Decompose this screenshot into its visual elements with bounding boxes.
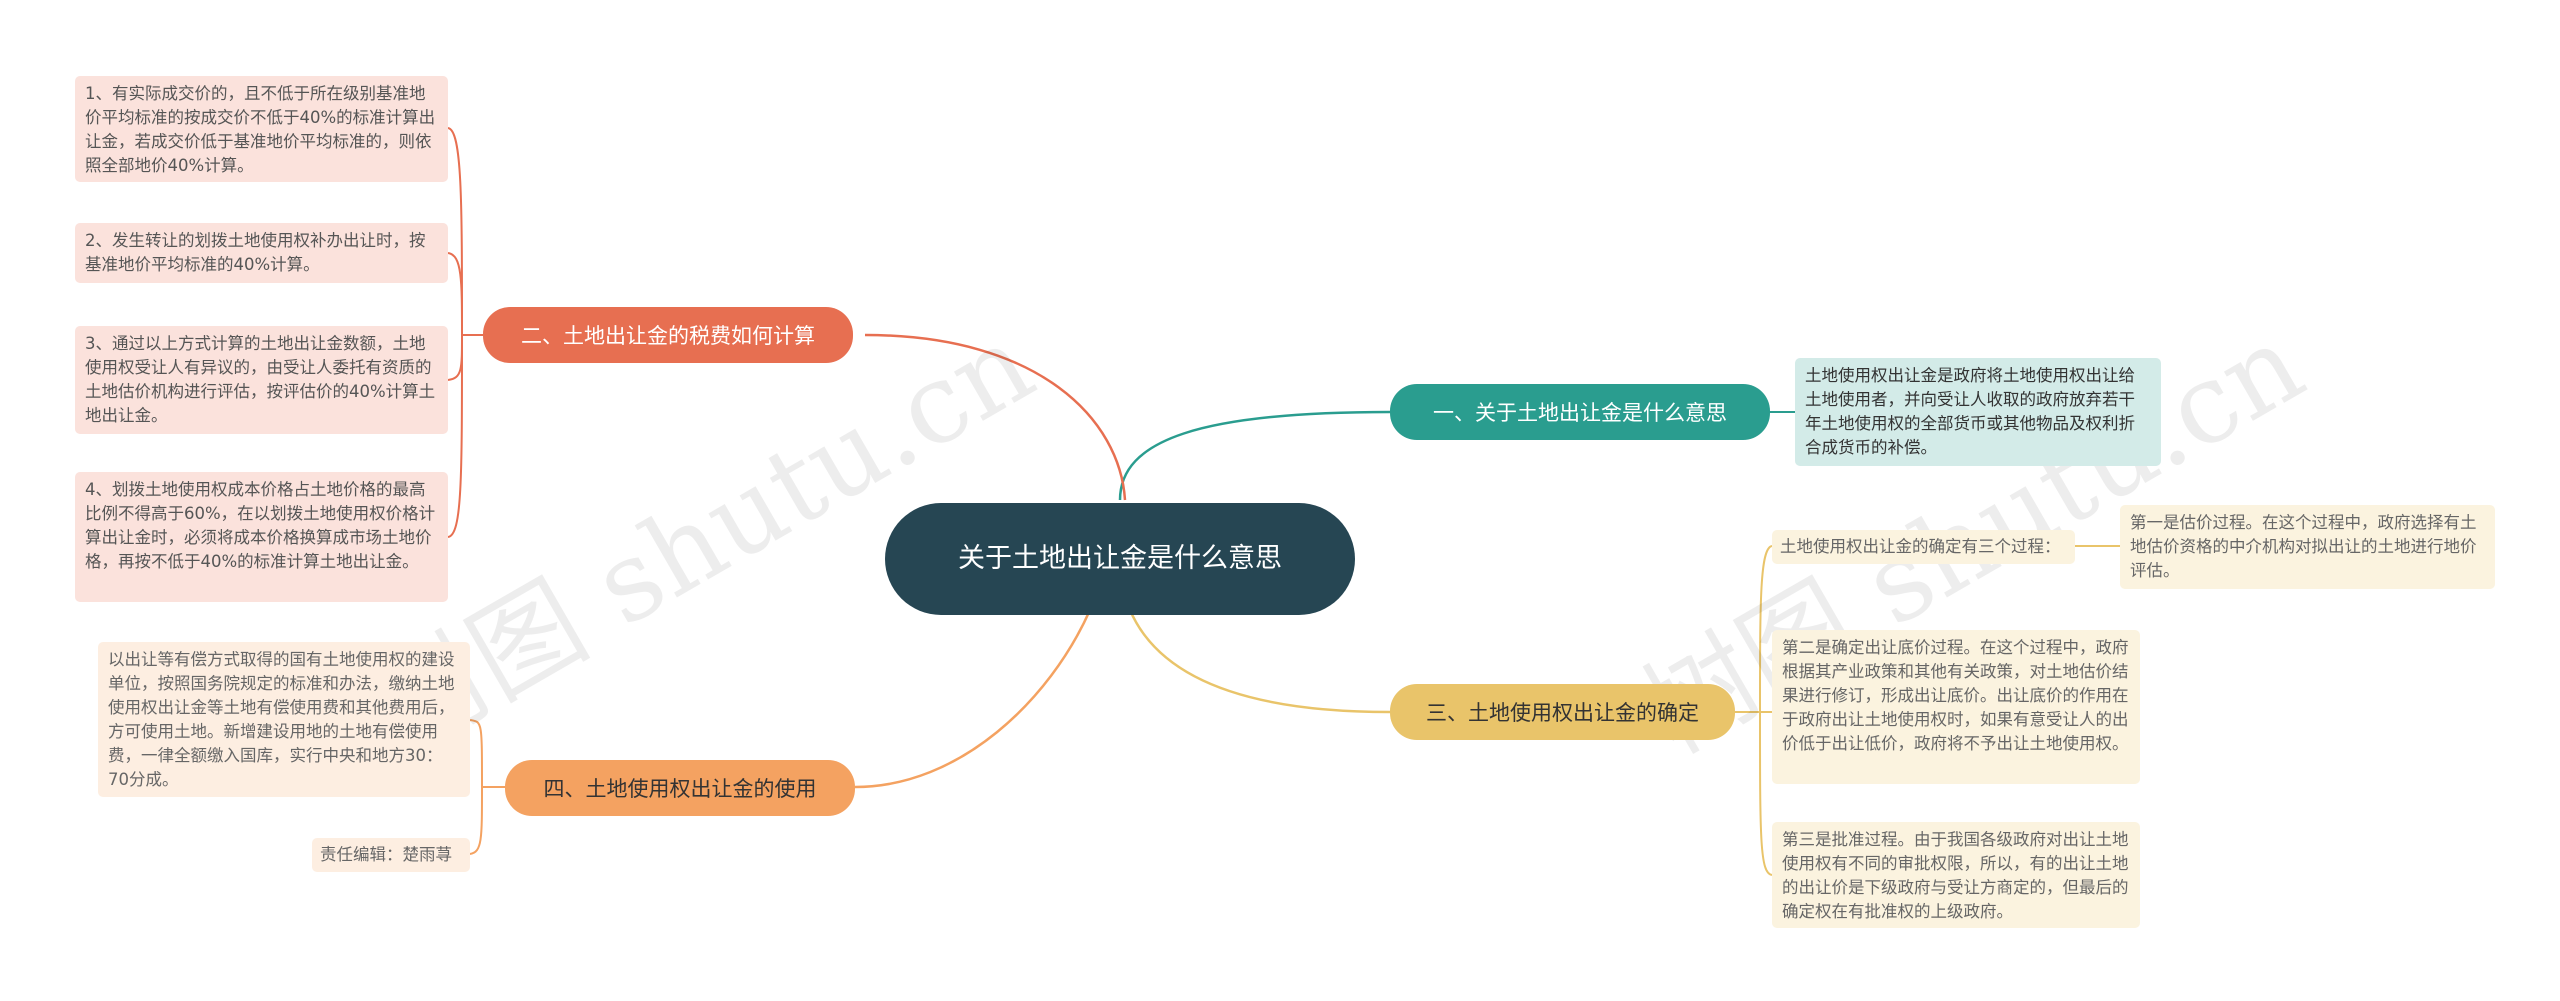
leaf-calc-rule-1: 1、有实际成交价的，且不低于所在级别基准地价平均标准的按成交价不低于40%的标准… — [75, 76, 448, 182]
branch-label: 三、土地使用权出让金的确定 — [1426, 701, 1699, 725]
branch-label: 二、土地出让金的税费如何计算 — [521, 324, 815, 348]
central-topic-label: 关于土地出让金是什么意思 — [958, 543, 1282, 574]
leaf-usage-rule: 以出让等有偿方式取得的国有土地使用权的建设单位，按照国务院规定的标准和办法，缴纳… — [98, 642, 470, 797]
leaf-three-processes: 土地使用权出让金的确定有三个过程： — [1772, 530, 2075, 564]
branch-premium-determination[interactable]: 三、土地使用权出让金的确定 — [1390, 684, 1735, 740]
central-topic[interactable]: 关于土地出让金是什么意思 — [885, 503, 1355, 615]
leaf-definition: 土地使用权出让金是政府将土地使用权出让给土地使用者，并向受让人收取的政府放弃若干… — [1795, 358, 2161, 466]
branch-premium-usage[interactable]: 四、土地使用权出让金的使用 — [505, 760, 855, 816]
branch-what-is-land-premium[interactable]: 一、关于土地出让金是什么意思 — [1390, 384, 1770, 440]
branch-fee-calculation[interactable]: 二、土地出让金的税费如何计算 — [483, 307, 853, 363]
leaf-reserve-price-process: 第二是确定出让底价过程。在这个过程中，政府根据其产业政策和其他有关政策，对土地估… — [1772, 630, 2140, 784]
leaf-appraisal-process: 第一是估价过程。在这个过程中，政府选择有土地估价资格的中介机构对拟出让的土地进行… — [2120, 505, 2495, 589]
leaf-calc-rule-2: 2、发生转让的划拨土地使用权补办出让时，按基准地价平均标准的40%计算。 — [75, 223, 448, 283]
leaf-editor-credit: 责任编辑：楚雨荨 — [312, 838, 470, 872]
leaf-calc-rule-4: 4、划拨土地使用权成本价格占土地价格的最高比例不得高于60%，在以划拨土地使用权… — [75, 472, 448, 602]
branch-label: 四、土地使用权出让金的使用 — [543, 777, 817, 801]
leaf-approval-process: 第三是批准过程。由于我国各级政府对出让土地使用权有不同的审批权限，所以，有的出让… — [1772, 822, 2140, 928]
branch-label: 一、关于土地出让金是什么意思 — [1433, 401, 1727, 425]
leaf-calc-rule-3: 3、通过以上方式计算的土地出让金数额，土地使用权受让人有异议的，由受让人委托有资… — [75, 326, 448, 434]
